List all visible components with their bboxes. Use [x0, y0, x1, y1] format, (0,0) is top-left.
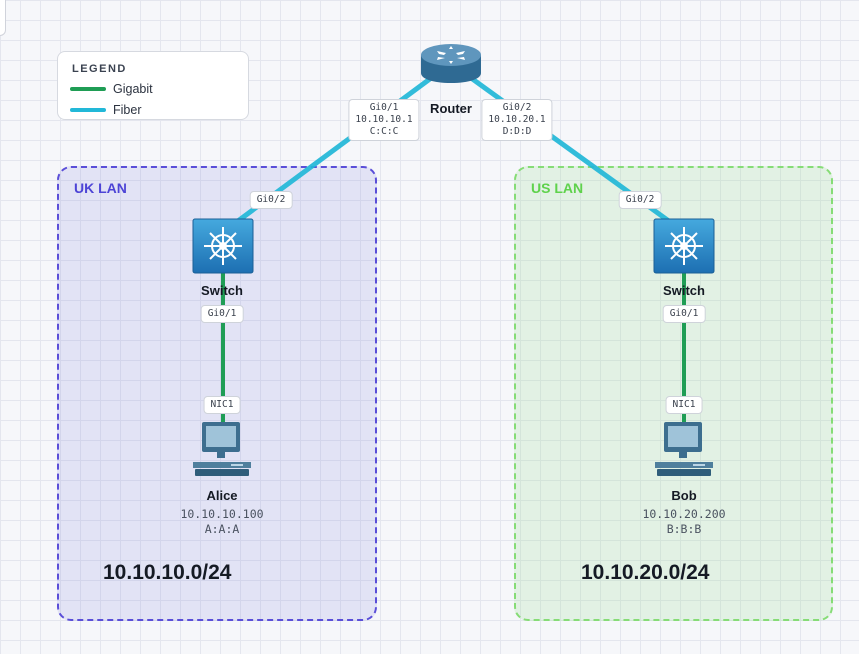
alice-mac: A:A:A — [204, 522, 240, 536]
legend-item-fiber: Fiber — [70, 101, 141, 119]
router-port-gi0-1-mac: C:C:C — [369, 126, 399, 137]
router-label: Router — [430, 101, 472, 116]
router-port-gi0-1-name: Gi0/1 — [369, 102, 399, 113]
legend-item-gigabit: Gigabit — [70, 80, 153, 98]
uk-subnet: 10.10.10.0/24 — [103, 561, 232, 584]
bob-ip: 10.10.20.200 — [642, 507, 726, 521]
us-lan-zone: US LAN — [514, 166, 833, 621]
uk-switch-label: Switch — [201, 283, 243, 298]
computer-icon[interactable] — [653, 420, 715, 480]
router-icon[interactable] — [419, 41, 483, 85]
alice-nic-port[interactable]: NIC1 — [203, 396, 241, 414]
switch-icon[interactable] — [192, 218, 254, 274]
alice-label: Alice — [206, 488, 238, 503]
us-subnet: 10.10.20.0/24 — [581, 561, 710, 584]
legend: LEGEND Gigabit Fiber — [57, 51, 249, 120]
router-port-gi0-2-name: Gi0/2 — [502, 102, 532, 113]
uk-switch-host-port[interactable]: Gi0/1 — [200, 305, 244, 323]
bob-address: 10.10.20.200 B:B:B — [642, 507, 725, 537]
router-port-gi0-2-mac: D:D:D — [502, 126, 532, 137]
legend-title: LEGEND — [72, 63, 127, 75]
uk-lan-title: UK LAN — [74, 180, 127, 196]
bob-mac: B:B:B — [666, 522, 702, 536]
router-port-gi0-1[interactable]: Gi0/1 10.10.10.1 C:C:C — [348, 99, 420, 141]
uk-switch-uplink-port[interactable]: Gi0/2 — [249, 191, 293, 209]
bob-label: Bob — [671, 488, 697, 503]
router-port-gi0-2-ip: 10.10.20.1 — [488, 114, 546, 125]
alice-address: 10.10.10.100 A:A:A — [180, 507, 263, 537]
fiber-swatch — [70, 108, 106, 112]
bob-nic-port[interactable]: NIC1 — [665, 396, 703, 414]
us-switch-uplink-port[interactable]: Gi0/2 — [618, 191, 662, 209]
computer-icon[interactable] — [191, 420, 253, 480]
gigabit-swatch — [70, 87, 106, 91]
switch-icon[interactable] — [653, 218, 715, 274]
router-port-gi0-2[interactable]: Gi0/2 10.10.20.1 D:D:D — [481, 99, 553, 141]
legend-label-gigabit: Gigabit — [113, 82, 153, 96]
us-switch-host-port[interactable]: Gi0/1 — [662, 305, 706, 323]
us-lan-title: US LAN — [531, 180, 584, 196]
alice-ip: 10.10.10.100 — [180, 507, 264, 521]
us-switch-label: Switch — [663, 283, 705, 298]
legend-label-fiber: Fiber — [113, 103, 142, 117]
router-port-gi0-1-ip: 10.10.10.1 — [355, 114, 413, 125]
